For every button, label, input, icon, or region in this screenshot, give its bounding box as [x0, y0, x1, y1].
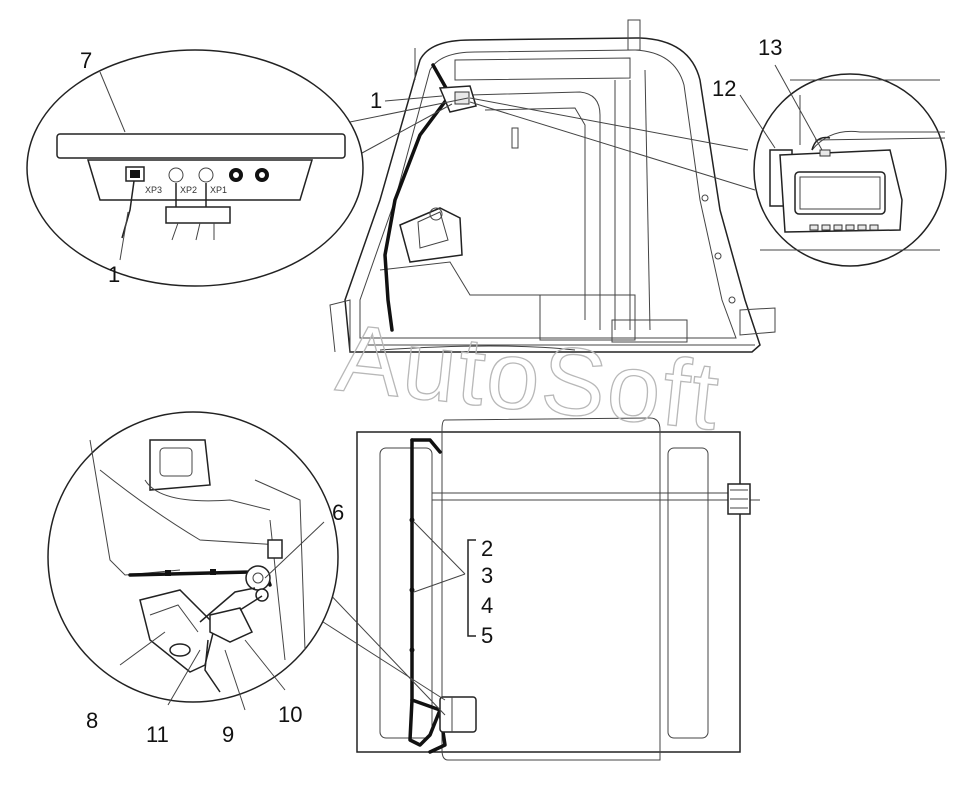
- callout-6: 6: [332, 500, 344, 525]
- callout-10: 10: [278, 702, 302, 727]
- rear-monitor-buttons: [809, 224, 879, 231]
- callout-9: 9: [222, 722, 234, 747]
- callout-11: 11: [146, 722, 169, 747]
- detail-ellipse-monitor-back: [26, 49, 364, 287]
- callout-4: 4: [481, 593, 493, 618]
- callout-1-left: 1: [108, 262, 120, 287]
- floor-top-view: [356, 417, 760, 761]
- watermark-text: AutoSoft: [332, 304, 725, 451]
- callout-2: 2: [481, 536, 493, 561]
- cab-side-view: [329, 19, 776, 353]
- xp3-label: XP3: [145, 185, 162, 195]
- callout-8: 8: [86, 708, 98, 733]
- callout-12: 12: [712, 76, 736, 101]
- detail-circle-battery: [47, 411, 339, 703]
- callout-1-top: 1: [370, 88, 382, 113]
- callout-7: 7: [80, 48, 92, 73]
- xp2-label: XP2: [180, 185, 197, 195]
- callout-5: 5: [481, 623, 493, 648]
- callout-3: 3: [481, 563, 493, 588]
- xp1-label: XP1: [210, 185, 227, 195]
- detail-circle-rear-monitor: [753, 73, 947, 267]
- leader-lines-top: [339, 95, 756, 191]
- connector-labels: XP3 XP2 XP1: [145, 185, 227, 195]
- callout-13: 13: [758, 35, 782, 60]
- callout-numbers: 7 1 1 13 12 6 2 3 4 5 8 11 9 10: [80, 35, 782, 747]
